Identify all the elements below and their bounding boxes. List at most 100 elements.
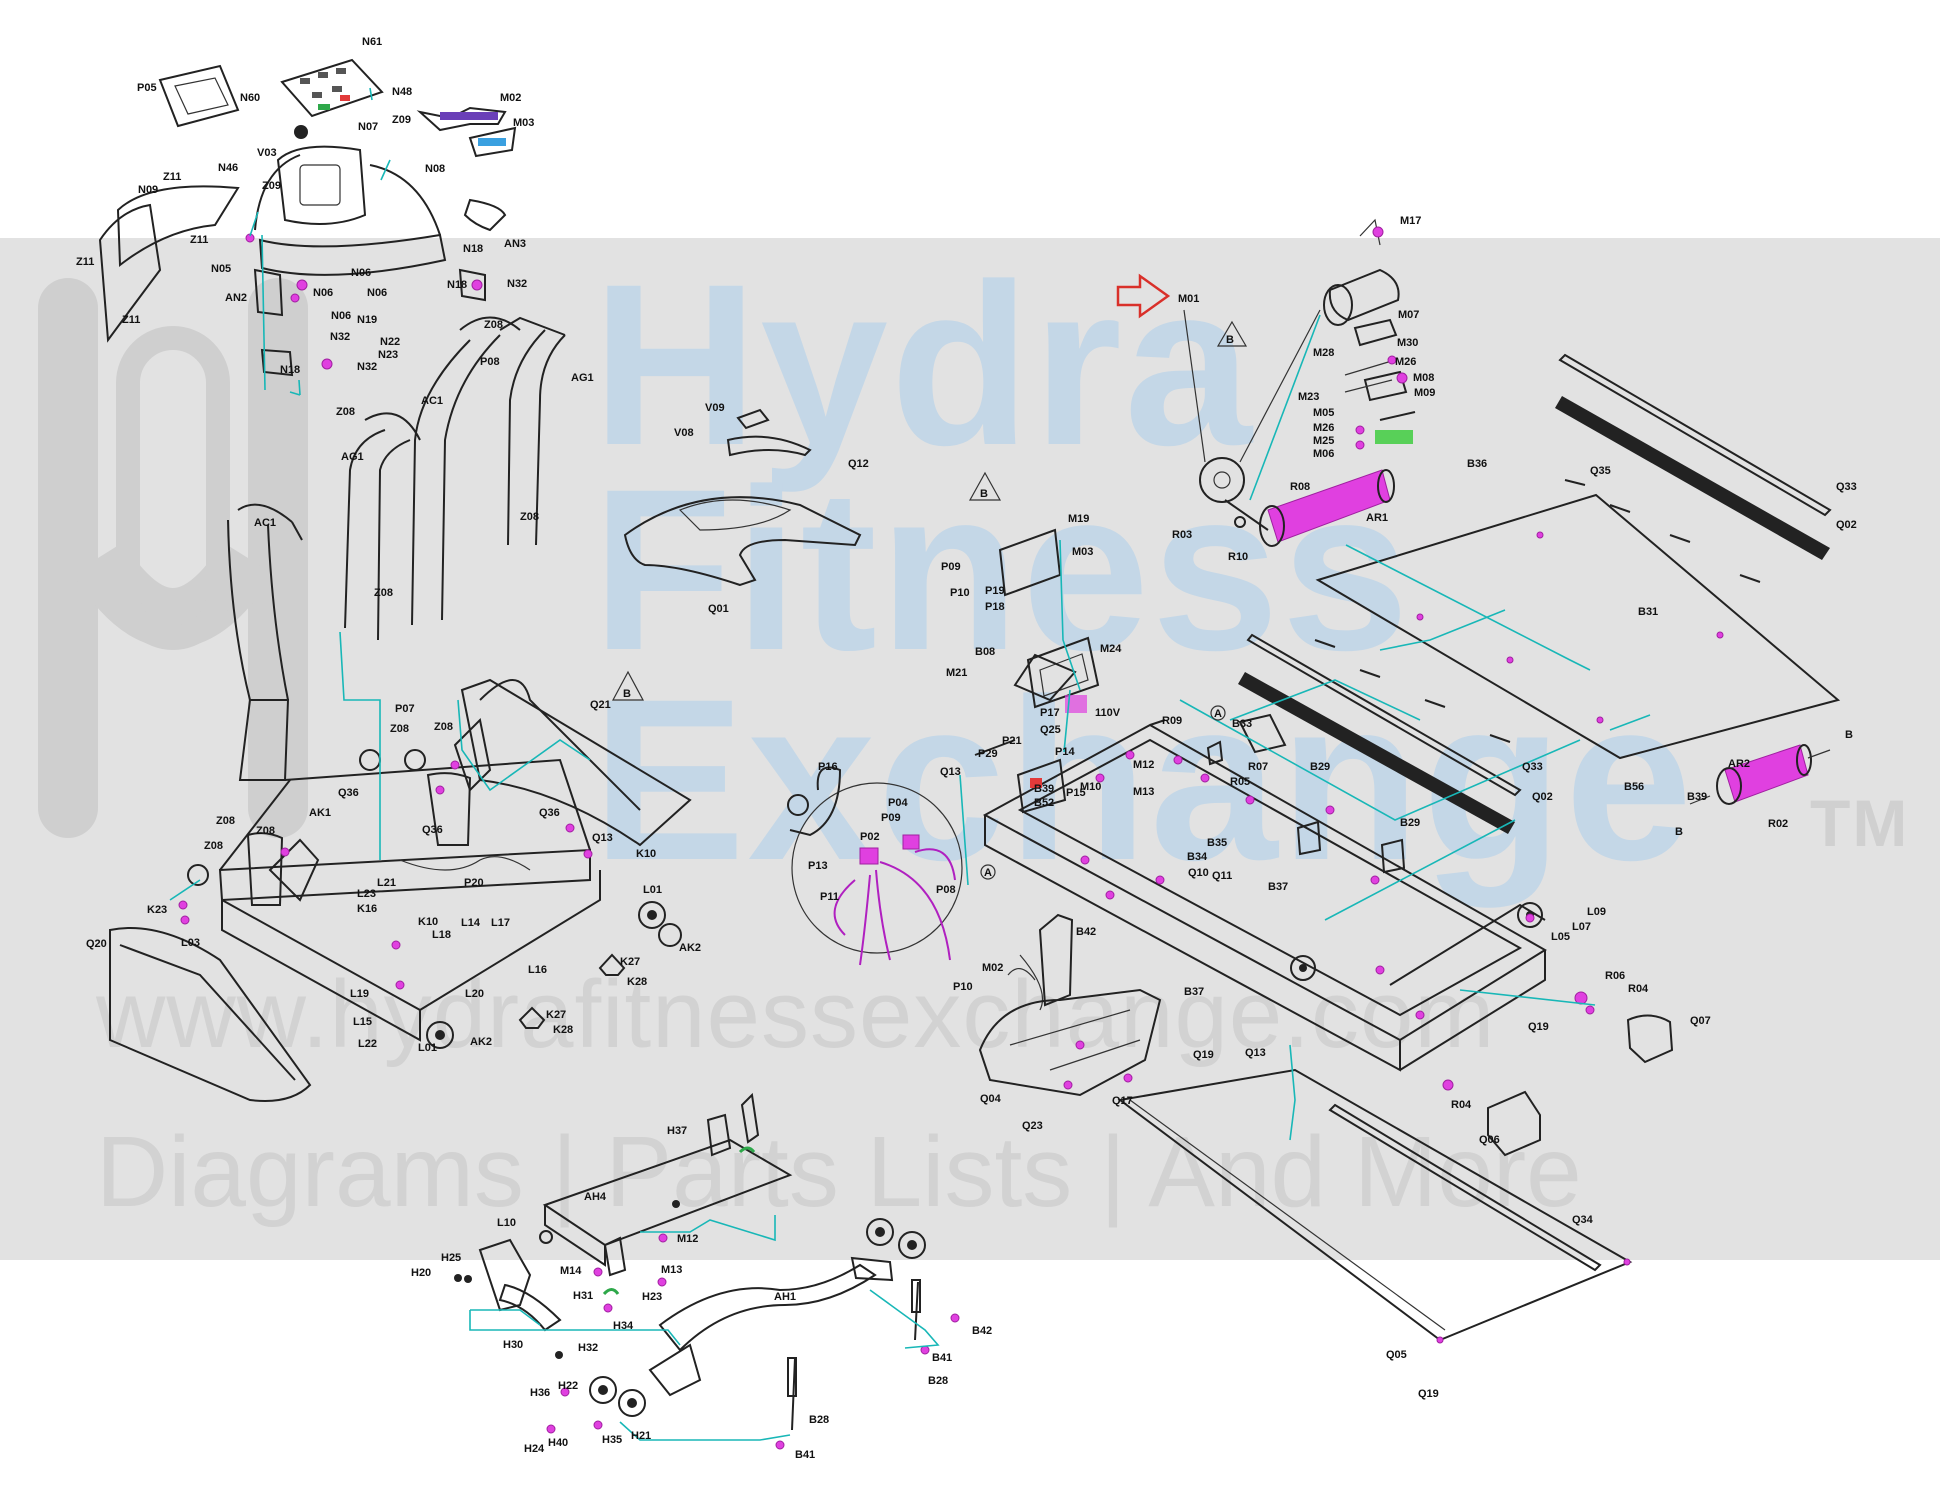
label-q33-left: Q33 (1522, 761, 1543, 773)
voltage-label: 110V (1095, 707, 1121, 719)
watermark-url: www.hydrafitnessexchange.com (96, 961, 1496, 1068)
label-q35: Q35 (1590, 465, 1611, 477)
watermark-logo-icon (38, 278, 308, 838)
label-n48-top: N48 (392, 86, 412, 98)
side-rails (1238, 353, 1832, 834)
label-p19: P19 (985, 585, 1005, 597)
label-m02: M02 (982, 962, 1003, 974)
label-h32: H32 (578, 1342, 598, 1354)
label-b34: B34 (1187, 851, 1208, 863)
pointer-arrow-icon (1116, 273, 1171, 319)
label-l01-low: L01 (418, 1042, 437, 1054)
label-h34: H34 (613, 1320, 634, 1332)
lift-assembly (454, 1092, 960, 1450)
label-h37: H37 (667, 1125, 687, 1137)
label-n22: N22 (380, 336, 400, 348)
label-n18-right: N18 (463, 243, 483, 255)
label-b42-low: B42 (972, 1325, 992, 1337)
label-n32-right: N32 (507, 278, 527, 290)
label-m26-a: M26 (1395, 356, 1416, 368)
drive-motor (1183, 218, 1416, 503)
label-ak2-right: AK2 (679, 942, 701, 954)
label-r09: R09 (1162, 715, 1182, 727)
label-m09: M09 (1414, 387, 1435, 399)
label-p09-detail: P09 (881, 812, 901, 824)
label-q19-right: Q19 (1528, 1021, 1549, 1033)
label-ah4: AH4 (584, 1191, 607, 1203)
label-h31: H31 (573, 1290, 593, 1302)
leader-lines (169, 87, 1651, 1441)
rear-roller (1689, 744, 1831, 805)
marker-a-top: A (1214, 708, 1222, 720)
label-l09: L09 (1587, 906, 1606, 918)
label-r03: R03 (1172, 529, 1192, 541)
label-p08-detail: P08 (936, 884, 956, 896)
label-m03-top: M03 (513, 117, 534, 129)
label-k16: K16 (357, 903, 377, 915)
label-v09: V09 (705, 402, 725, 414)
label-an2: AN2 (225, 292, 247, 304)
label-z11-top: Z11 (163, 171, 181, 183)
label-b37-low: B37 (1184, 986, 1204, 998)
label-n06-b: N06 (313, 287, 333, 299)
label-ac1-right: AC1 (421, 395, 443, 407)
label-b-low: B (1675, 826, 1683, 838)
label-ar1: AR1 (1366, 512, 1388, 524)
label-m12-right: M12 (1133, 759, 1154, 771)
label-b31: B31 (1638, 606, 1658, 618)
label-p05: P05 (137, 82, 157, 94)
control-board (974, 528, 1100, 756)
label-q02-left: Q02 (1532, 791, 1553, 803)
label-z08-g: Z08 (216, 815, 235, 827)
label-q05: Q05 (1386, 1349, 1407, 1361)
label-b56: B56 (1624, 781, 1644, 793)
label-z09-top: Z09 (392, 114, 411, 126)
label-b41-right: B41 (932, 1352, 952, 1364)
label-q21: Q21 (590, 699, 611, 711)
label-n09: N09 (138, 184, 158, 196)
label-p13: P13 (808, 860, 828, 872)
label-m13-low: M13 (661, 1264, 682, 1276)
label-m08: M08 (1413, 372, 1434, 384)
label-m17: M17 (1400, 215, 1421, 227)
console-assembly (98, 58, 517, 377)
label-l03: L03 (181, 937, 200, 949)
label-p18: P18 (985, 601, 1005, 613)
label-k28-low: K28 (553, 1024, 573, 1036)
watermark-trademark: TM (1810, 786, 1910, 860)
marker-b-frame: B (980, 488, 988, 500)
part-labels: N61 P05 N60 N48 M02 M03 N07 V03 Z09 N46 … (76, 36, 1857, 1461)
label-m01: M01 (1178, 293, 1199, 305)
label-m07: M07 (1398, 309, 1419, 321)
label-z08-top: Z08 (484, 319, 503, 331)
label-b28-right: B28 (928, 1375, 948, 1387)
label-n19: N19 (357, 314, 377, 326)
label-m14: M14 (560, 1265, 582, 1277)
label-q04: Q04 (980, 1093, 1002, 1105)
label-l18: L18 (432, 929, 451, 941)
label-z08-f: Z08 (434, 721, 453, 733)
label-p21: P21 (1002, 735, 1022, 747)
label-z08-c: Z08 (520, 511, 539, 523)
label-ak1: AK1 (309, 807, 331, 819)
label-h25: H25 (441, 1252, 461, 1264)
label-p11: P11 (820, 891, 839, 903)
label-b33: B33 (1232, 718, 1252, 730)
label-b28-low: B28 (809, 1414, 829, 1426)
label-p17: P17 (1040, 707, 1060, 719)
label-q13-low: Q13 (1245, 1047, 1266, 1059)
label-n61: N61 (362, 36, 382, 48)
label-z08-e: Z08 (390, 723, 409, 735)
label-ak2-low: AK2 (470, 1036, 492, 1048)
label-m21: M21 (946, 667, 967, 679)
marker-a-left: A (984, 867, 992, 879)
label-b39: B39 (1687, 791, 1707, 803)
label-z08-h: Z08 (256, 825, 275, 837)
label-p15: P15 (1066, 787, 1086, 799)
label-b29-top: B29 (1310, 761, 1330, 773)
label-q12: Q12 (848, 458, 869, 470)
main-frame (982, 713, 1547, 1072)
label-b39-mid: B39 (1034, 783, 1054, 795)
callout-markers: B B B A A 110V (611, 320, 1248, 880)
